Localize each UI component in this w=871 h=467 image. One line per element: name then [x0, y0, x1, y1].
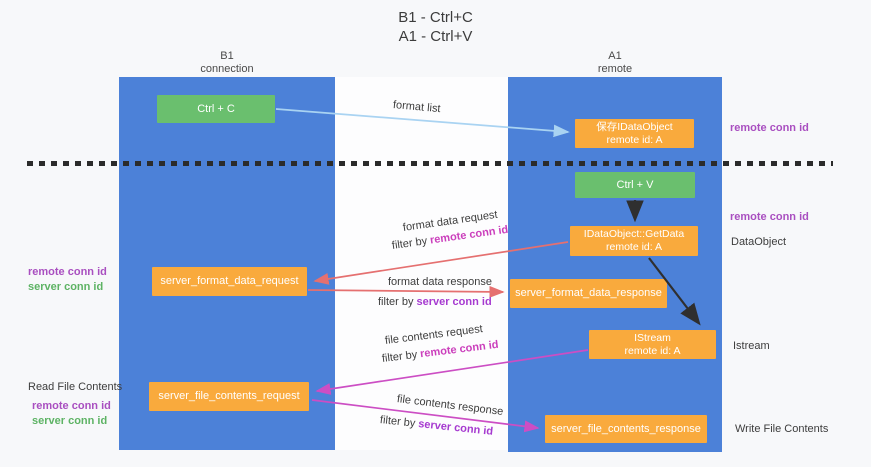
- title-line-2: A1 - Ctrl+V: [398, 28, 473, 45]
- right-remote-conn-id-label-top: remote conn id: [730, 122, 809, 134]
- save-idataobject-box: 保存IDataObject remote id: A: [575, 119, 694, 148]
- dashed-divider-line: [27, 161, 833, 166]
- istream-line2: remote id: A: [624, 344, 681, 357]
- save-idataobject-line1: 保存IDataObject: [596, 120, 673, 133]
- istream-box: IStream remote id: A: [589, 330, 716, 359]
- title-line-1: B1 - Ctrl+C: [398, 9, 473, 26]
- left-column-header: B1 connection: [119, 50, 335, 76]
- right-column-role: remote: [597, 63, 633, 75]
- server-conn-id-highlight: server conn id: [416, 296, 492, 308]
- left-column-name: B1: [220, 50, 234, 62]
- left-remote-conn-id-label-bottom: remote conn id: [32, 400, 111, 412]
- file-response-label: server_file_contents_response: [551, 422, 701, 435]
- left-server-conn-id-label-bottom: server conn id: [32, 415, 108, 427]
- write-file-contents-label: Write File Contents: [735, 423, 829, 435]
- format-request-label: server_format_data_request: [160, 275, 299, 287]
- right-column-name: A1: [608, 50, 622, 62]
- ctrl-v-label: Ctrl + V: [616, 178, 654, 191]
- save-idataobject-line2: remote id: A: [606, 133, 663, 146]
- format-response-label: server_format_data_response: [515, 287, 662, 299]
- istream-side-label: Istream: [733, 340, 770, 352]
- dataobject-label: DataObject: [731, 236, 787, 248]
- left-remote-conn-id-label: remote conn id: [28, 266, 107, 278]
- left-server-conn-id-label: server conn id: [28, 281, 104, 293]
- file-request-label: server_file_contents_request: [158, 390, 300, 402]
- ctrl-c-label: Ctrl + C: [197, 102, 235, 115]
- getdata-line1: IDataObject::GetData: [583, 228, 685, 240]
- server-format-data-response-box: server_format_data_response: [510, 279, 667, 308]
- right-remote-conn-id-label-mid: remote conn id: [730, 211, 809, 223]
- diagram-title: B1 - Ctrl+C A1 - Ctrl+V: [0, 8, 871, 46]
- between-columns-background: [335, 77, 508, 450]
- format-data-response-label: format data response: [388, 276, 492, 288]
- right-column-header: A1 remote: [508, 50, 722, 76]
- getdata-line2: remote id: A: [605, 241, 663, 253]
- istream-line1: IStream: [634, 331, 671, 344]
- server-file-contents-response-box: server_file_contents_response: [545, 415, 707, 443]
- ctrl-v-keypress-box: Ctrl + V: [575, 172, 695, 198]
- idataobject-getdata-box: IDataObject::GetData remote id: A: [570, 226, 698, 256]
- filter-prefix: filter by: [378, 296, 414, 308]
- read-file-contents-label: Read File Contents: [28, 381, 123, 393]
- ctrl-c-keypress-box: Ctrl + C: [157, 95, 275, 123]
- server-file-contents-request-box: server_file_contents_request: [149, 382, 309, 411]
- left-column-role: connection: [200, 63, 254, 75]
- server-format-data-request-box: server_format_data_request: [152, 267, 307, 296]
